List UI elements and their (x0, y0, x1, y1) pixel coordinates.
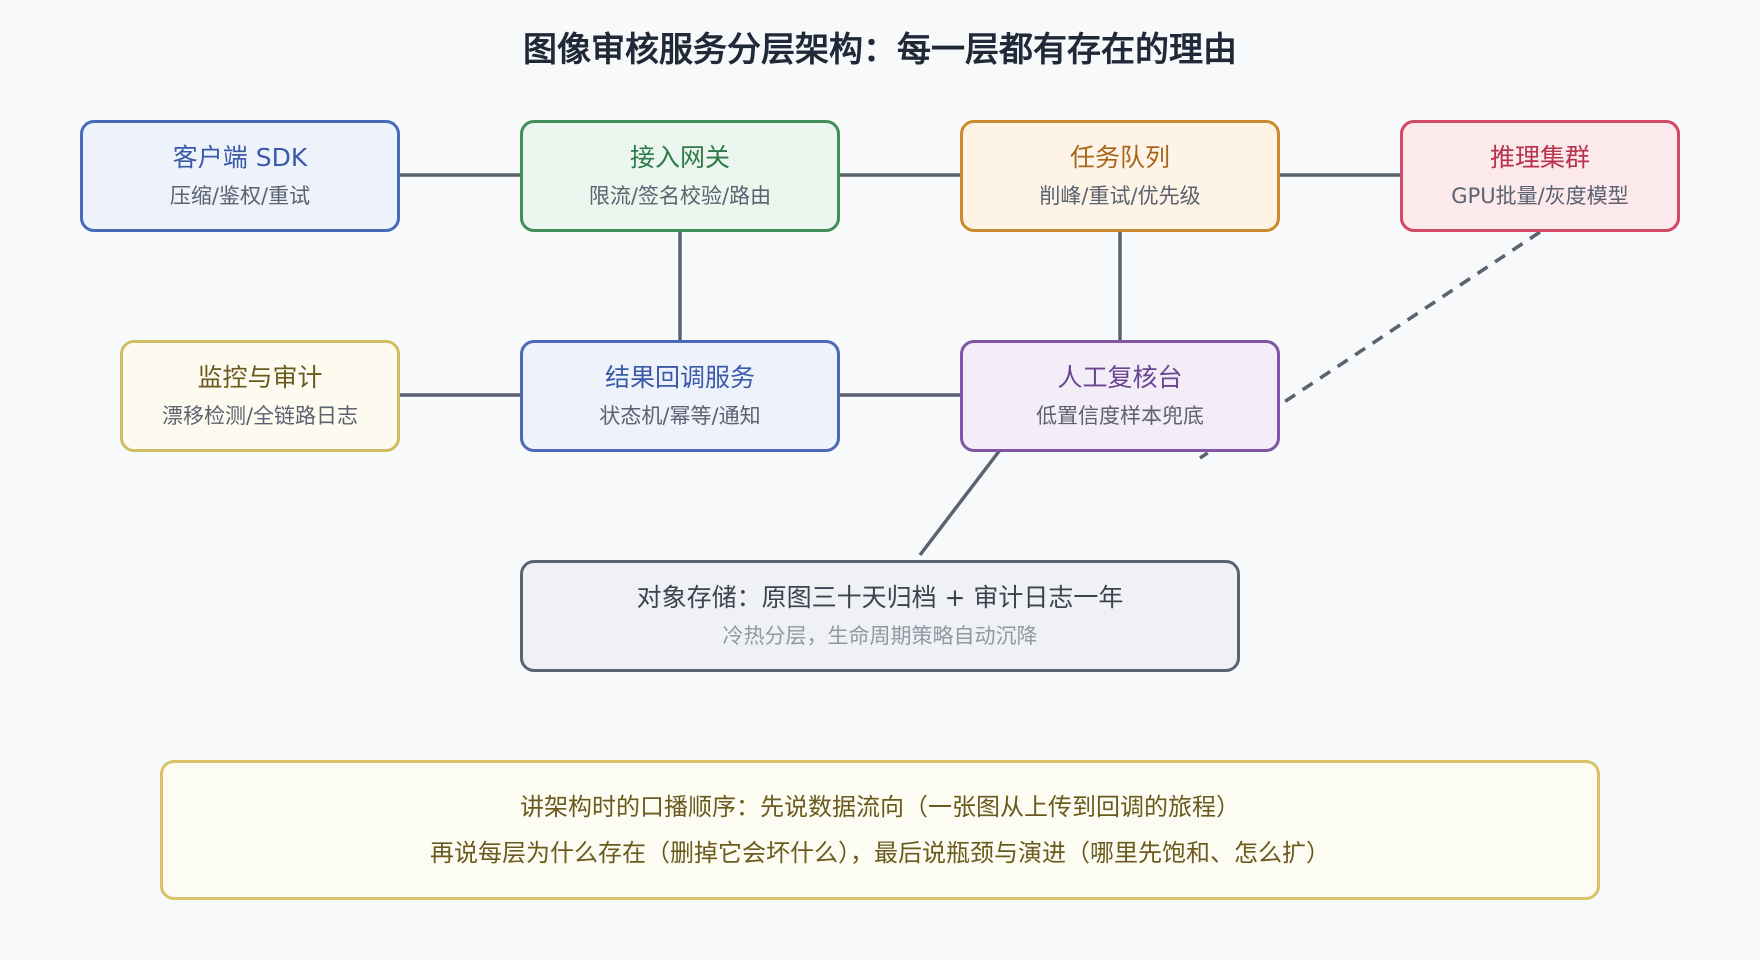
node-desc: 限流/签名校验/路由 (588, 184, 772, 208)
node-desc: 状态机/幂等/通知 (599, 404, 761, 428)
node-manual-review: 人工复核台 低置信度样本兜底 (960, 340, 1280, 452)
node-callback: 结果回调服务 状态机/幂等/通知 (520, 340, 840, 452)
node-task-queue: 任务队列 削峰/重试/优先级 (960, 120, 1280, 232)
node-name: 监控与审计 (197, 363, 323, 392)
node-desc: 压缩/鉴权/重试 (169, 184, 311, 208)
node-desc: GPU批量/灰度模型 (1451, 184, 1629, 208)
node-name: 任务队列 (1069, 143, 1170, 172)
node-name: 推理集群 (1489, 143, 1590, 172)
node-desc: 削峰/重试/优先级 (1039, 184, 1201, 208)
node-monitoring: 监控与审计 漂移检测/全链路日志 (120, 340, 400, 452)
node-object-storage: 对象存储：原图三十天归档 + 审计日志一年 冷热分层，生命周期策略自动沉降 (520, 560, 1240, 672)
node-name: 人工复核台 (1057, 363, 1183, 392)
node-name: 接入网关 (629, 143, 730, 172)
node-gateway: 接入网关 限流/签名校验/路由 (520, 120, 840, 232)
node-inference: 推理集群 GPU批量/灰度模型 (1400, 120, 1680, 232)
note-line-1: 讲架构时的口播顺序：先说数据流向（一张图从上传到回调的旅程） (520, 793, 1240, 821)
narration-note: 讲架构时的口播顺序：先说数据流向（一张图从上传到回调的旅程） 再说每层为什么存在… (160, 760, 1600, 900)
node-name: 结果回调服务 (604, 363, 755, 392)
node-client-sdk: 客户端 SDK 压缩/鉴权/重试 (80, 120, 400, 232)
note-line-2: 再说每层为什么存在（删掉它会坏什么），最后说瓶颈与演进（哪里先饱和、怎么扩） (430, 839, 1330, 867)
node-name: 客户端 SDK (172, 143, 308, 172)
link-review-storage (918, 448, 1002, 557)
node-desc: 漂移检测/全链路日志 (161, 404, 359, 428)
diagram-title: 图像审核服务分层架构：每一层都有存在的理由 (523, 30, 1237, 70)
node-desc: 冷热分层，生命周期策略自动沉降 (722, 624, 1038, 648)
node-name: 对象存储：原图三十天归档 + 审计日志一年 (636, 583, 1124, 612)
node-desc: 低置信度样本兜底 (1036, 404, 1204, 428)
